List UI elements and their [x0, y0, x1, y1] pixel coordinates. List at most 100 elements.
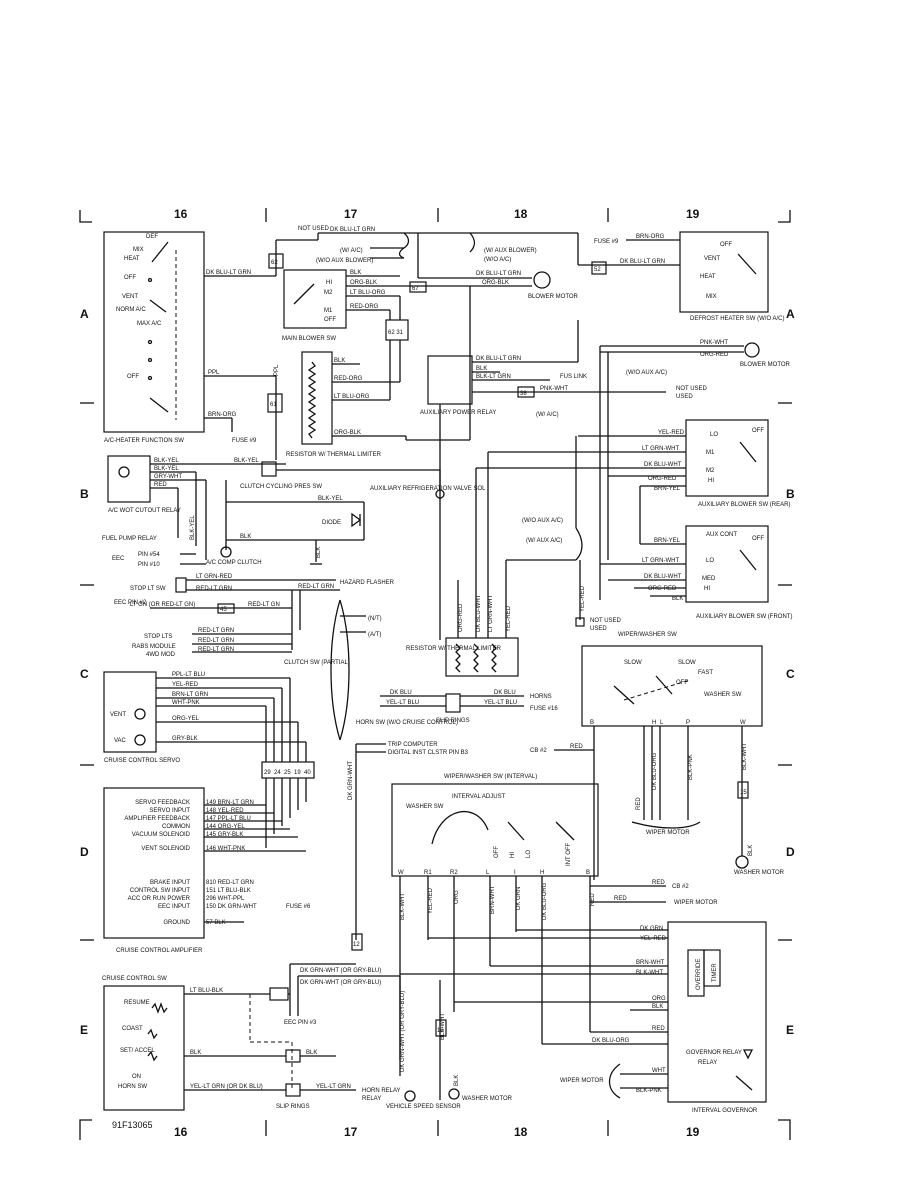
vss: VEHICLE SPEED SENSOR: [386, 1104, 461, 1110]
wire-label: RED: [652, 1026, 665, 1032]
grid-row-left: D: [80, 845, 89, 859]
wire-label: ORG-RED: [648, 476, 677, 482]
svg-text:I: I: [514, 870, 516, 876]
amp-input-wire: 148 YEL-RED: [206, 808, 244, 814]
grid-col-bottom: 17: [344, 1125, 358, 1139]
svg-text:RED: RED: [614, 896, 627, 902]
grid-col-bottom: 18: [514, 1125, 528, 1139]
pos-off: OFF: [752, 428, 764, 434]
wire-label: DK BLU-LT GRN: [206, 270, 251, 276]
wire-label: BLK-WHT: [400, 893, 406, 920]
component-title: RESISTOR W/ THERMAL LIMITER: [406, 646, 502, 652]
wire-label: BRN-WHT: [636, 960, 665, 966]
btn-resume: RESUME: [124, 1000, 150, 1006]
svg-text:L: L: [660, 720, 664, 726]
component-title: INTERVAL GOVERNOR: [692, 1108, 758, 1114]
svg-text:67: 67: [412, 286, 419, 292]
wire-label: BLK-YEL: [234, 458, 259, 464]
pos-heat: HEAT: [124, 256, 140, 262]
amp-input-wire: 57 BLK: [206, 920, 226, 926]
grid-col-bottom: 16: [174, 1125, 188, 1139]
wire-label: BLK-PNK: [688, 754, 694, 780]
component-title: BLOWER MOTOR: [740, 362, 791, 368]
wire-label: RED-ORG: [334, 376, 363, 382]
wire-label: RED: [636, 797, 642, 810]
wire-label: YEL-RED: [506, 605, 512, 632]
pos-off: OFF: [494, 846, 500, 858]
servo-vac: VAC: [114, 738, 127, 744]
aux-power-relay: DK BLU-LT GRN BLK BLK-LT GRN FUS LINK 38…: [420, 320, 708, 418]
grid-col-top: 16: [174, 207, 188, 221]
pos-off2: OFF: [127, 374, 139, 380]
amp-input-name: VENT SOLENOID: [141, 846, 190, 852]
governor-relay: GOVERNOR RELAY: [686, 1050, 742, 1056]
btn-on: ON: [132, 1074, 141, 1080]
grid-col-bottom: 19: [686, 1125, 700, 1139]
svg-text:B: B: [586, 870, 590, 876]
wire-label: LT GRN-WHT: [642, 446, 679, 452]
grid-row-left: E: [80, 1023, 88, 1037]
amp-input-wire: 147 PPL-LT BLU: [206, 816, 251, 822]
pos-lo: LO: [526, 850, 532, 858]
digital-inst: DIGITAL INST CLSTR PIN B3: [388, 750, 469, 756]
cond-label: (W/ AUX A/C): [526, 538, 562, 544]
amp-input-name: SERVO INPUT: [149, 808, 190, 814]
washer-motor: WASHER MOTOR: [462, 1096, 513, 1102]
wire-label: BLK: [240, 534, 251, 540]
grid-row-left: B: [80, 487, 89, 501]
wire-label: BRN-WHT: [490, 885, 496, 914]
component-title: AUXILIARY BLOWER SW (FRONT): [696, 614, 792, 620]
wire-label: BRN-YEL: [654, 538, 681, 544]
pos-lo: LO: [706, 558, 714, 564]
component-title: DEFROST HEATER SW (W/O A/C): [690, 316, 784, 322]
resistor-thermal-main: BLK RED-ORG LT BLU-ORG ORG-BLK RESISTOR …: [286, 340, 407, 458]
wire-label: GRY-WHT: [154, 474, 182, 480]
wire-label: YEL-RED: [580, 585, 586, 612]
grid-row-right: A: [786, 307, 795, 321]
wire-label: ORG-BLK: [334, 430, 361, 436]
ac-comp-clutch: BLK-YEL A/C COMP CLUTCH BLK: [190, 480, 322, 566]
grid-row-right: C: [786, 667, 795, 681]
main-blower-sw: HI M2 M1 OFF BLK ORG-BLK 67 LT BLU-ORG R…: [282, 269, 470, 342]
amp-input-name: EEC INPUT: [158, 904, 190, 910]
wire-label: WHT: [652, 1068, 666, 1074]
wire-label: BLK-LT GRN: [476, 374, 511, 380]
nt-label: (N/T): [368, 616, 382, 622]
svg-text:29: 29: [264, 770, 271, 776]
svg-text:52: 52: [594, 267, 601, 273]
amp-input-wire: 146 WHT-PNK: [206, 846, 245, 852]
btn-coast: COAST: [122, 1026, 143, 1032]
svg-text:45: 45: [220, 607, 227, 613]
svg-text:R1: R1: [424, 870, 432, 876]
svg-text:W: W: [740, 720, 746, 726]
horn-sw: HORN SW (W/O CRUISE CONTROL): [356, 720, 458, 726]
svg-text:USED: USED: [590, 626, 607, 632]
svg-text:40: 40: [304, 770, 311, 776]
washer-sw: WASHER SW: [406, 804, 444, 810]
wire-label: DK BLU-ORG: [652, 752, 658, 790]
wire-label: DK BLU-WHT: [644, 462, 682, 468]
wire-label: WHT-PNK: [172, 700, 200, 706]
wire-label: BLK-YEL: [154, 466, 179, 472]
eec-pin: PIN #54: [138, 552, 160, 558]
component-title: AUXILIARY POWER RELAY: [420, 410, 496, 416]
pos-vent: VENT: [704, 256, 720, 262]
amp-input-wire: 296 WHT-PPL: [206, 896, 245, 902]
component-title: CLUTCH CYCLING PRES SW: [240, 484, 322, 490]
wire-label: BLK: [652, 1004, 663, 1010]
pos-mix: MIX: [706, 294, 717, 300]
cond-label: (W/ A/C): [536, 412, 559, 418]
cond-label: (W/ A/C): [340, 248, 363, 254]
wire-label: ORG-RED: [648, 586, 677, 592]
wire-label: ORG: [652, 996, 666, 1002]
svg-text:61: 61: [270, 402, 277, 408]
wire-label: BLK: [476, 366, 487, 372]
component-title: CRUISE CONTROL SERVO: [104, 758, 180, 764]
wire-label: YEL-LT BLU: [484, 700, 517, 706]
cond-label: (W/O AUX BLOWER): [316, 258, 373, 264]
fuse-label: FUSE #9: [594, 239, 619, 245]
svg-text:RELAY: RELAY: [698, 1060, 717, 1066]
